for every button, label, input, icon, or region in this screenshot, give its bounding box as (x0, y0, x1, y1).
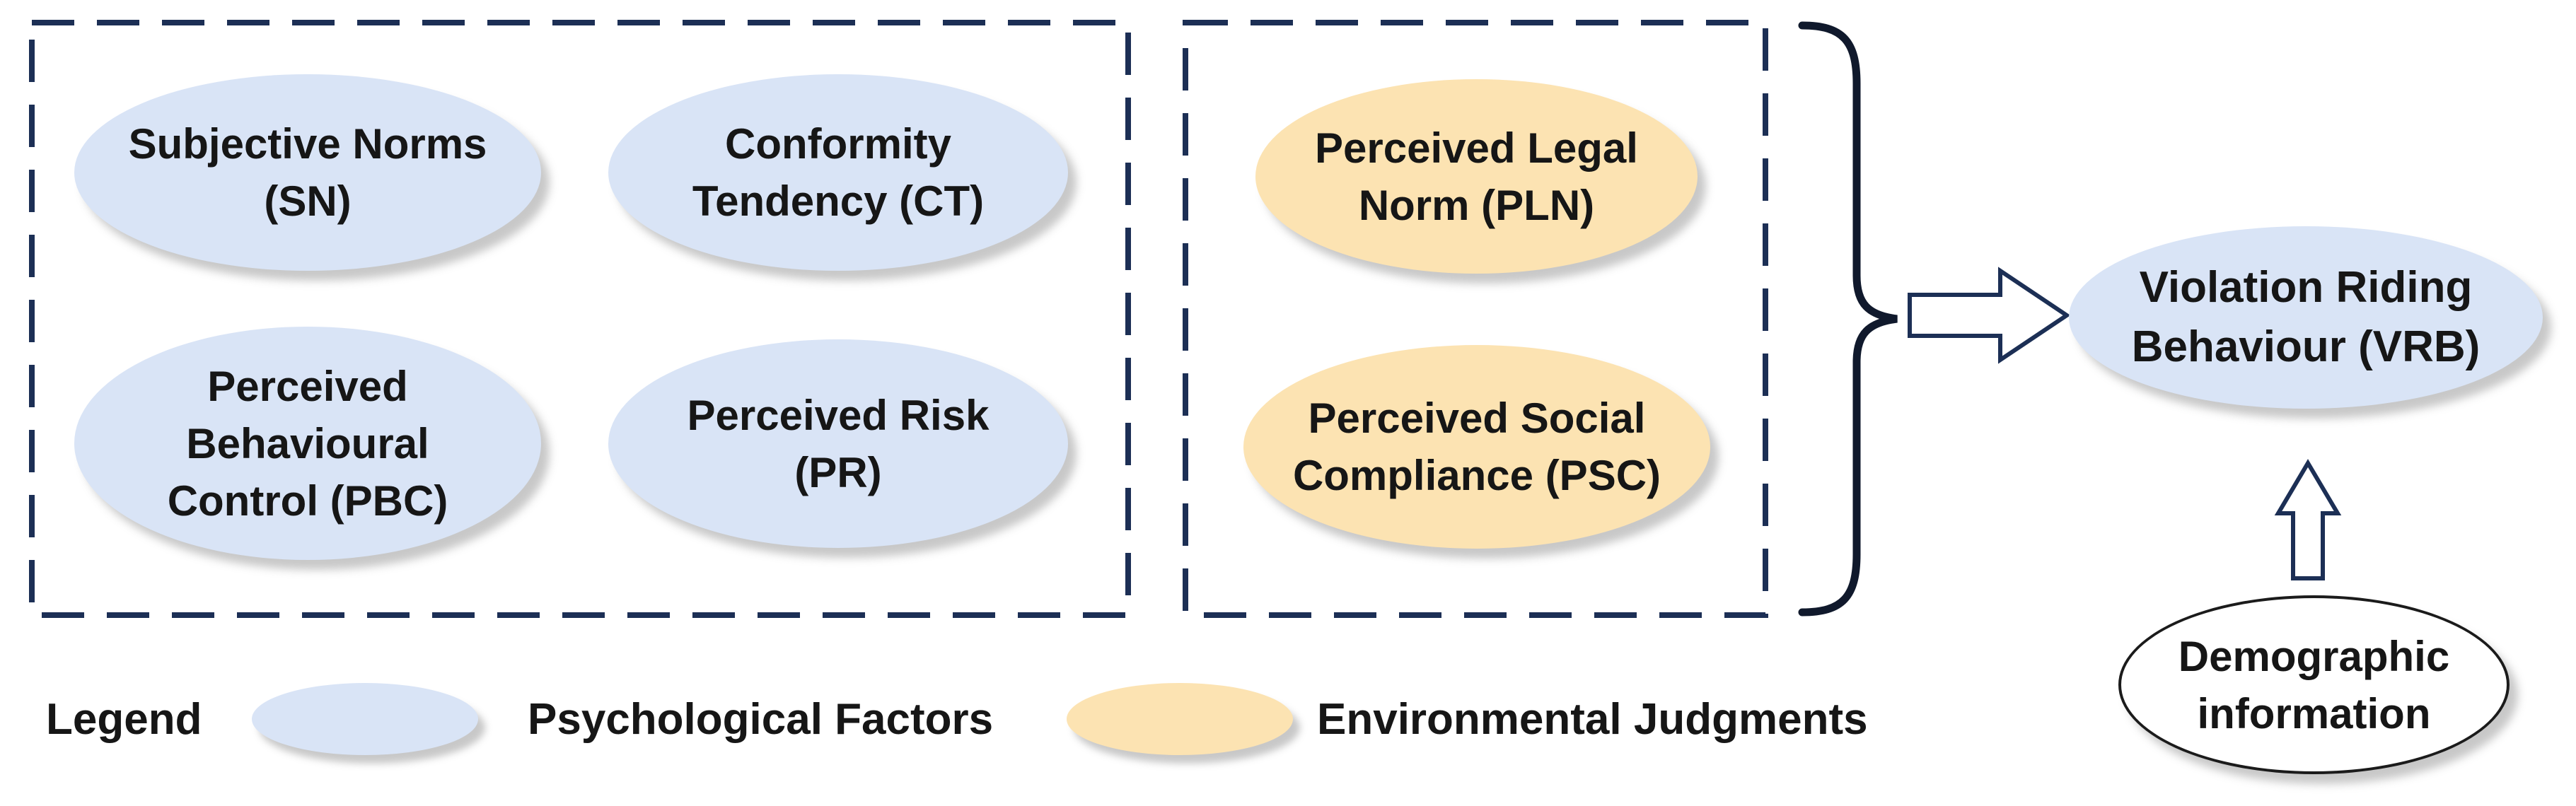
node-label: Perceived Legal Norm (PLN) (1315, 124, 1638, 229)
node-label: Perceived Risk (PR) (687, 391, 990, 496)
arrow-right-icon (1908, 267, 2071, 364)
legend-label-environmental: Environmental Judgments (1317, 695, 1868, 744)
psychological-group-box (29, 20, 1131, 618)
node-conformity-tendency: Conformity Tendency (CT) (608, 74, 1068, 271)
legend-label-psychological: Psychological Factors (528, 695, 994, 744)
node-subjective-norms: Subjective Norms (SN) (74, 74, 541, 271)
legend-swatch-psychological (252, 683, 478, 755)
legend-swatch-environmental (1067, 683, 1293, 755)
environmental-group-box (1183, 20, 1768, 618)
node-demographic-information: Demographic information (2118, 595, 2510, 774)
node-label: Conformity Tendency (CT) (692, 120, 985, 225)
curly-brace-icon (1798, 21, 1898, 617)
node-label: Subjective Norms (SN) (128, 120, 487, 225)
node-label: Perceived Behavioural Control (PBC) (167, 362, 448, 525)
node-perceived-legal-norm: Perceived Legal Norm (PLN) (1255, 79, 1698, 274)
node-label: Violation Riding Behaviour (VRB) (2131, 263, 2481, 371)
node-label: Demographic information (2178, 632, 2450, 737)
node-perceived-risk: Perceived Risk (PR) (608, 339, 1068, 548)
arrow-up-icon (2274, 459, 2342, 580)
node-violation-riding-behaviour: Violation Riding Behaviour (VRB) (2069, 226, 2543, 409)
legend-title: Legend (46, 695, 202, 744)
node-perceived-social-compliance: Perceived Social Compliance (PSC) (1243, 345, 1710, 549)
node-label: Perceived Social Compliance (PSC) (1292, 395, 1661, 499)
node-perceived-behavioural-control: Perceived Behavioural Control (PBC) (74, 327, 541, 560)
